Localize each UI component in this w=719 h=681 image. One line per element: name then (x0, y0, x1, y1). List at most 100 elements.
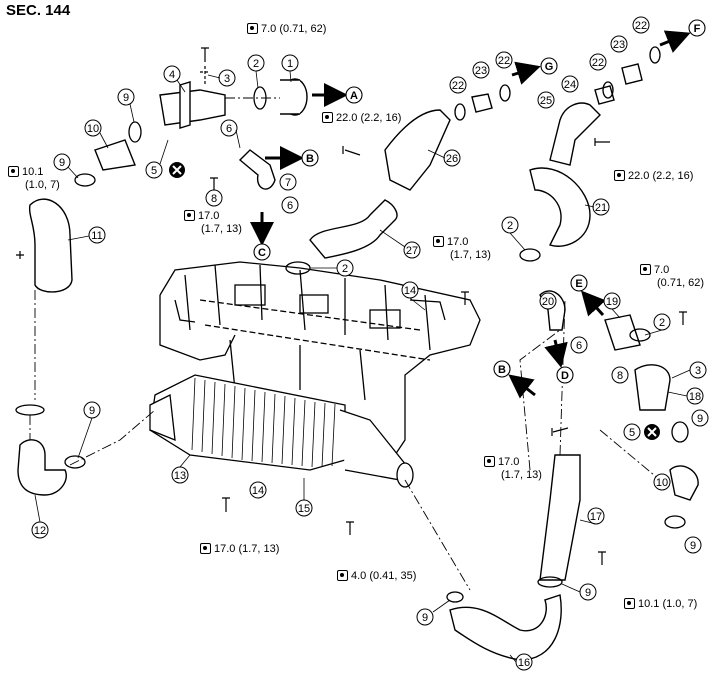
part-9e: 9 (579, 583, 597, 601)
torque-wrench-icon (8, 166, 19, 177)
svg-text:6: 6 (287, 200, 293, 212)
svg-text:26: 26 (446, 153, 458, 165)
torque-wrench-icon (184, 210, 195, 221)
torque-spec: 10.1 (1.0, 7) (624, 598, 697, 611)
svg-text:9: 9 (422, 612, 428, 624)
section-number: SEC. 144 (6, 2, 71, 19)
part-6b: 6 (281, 196, 299, 214)
flow-arrows (250, 30, 691, 399)
svg-text:2: 2 (507, 220, 513, 232)
svg-text:6: 6 (226, 123, 232, 135)
svg-text:4: 4 (169, 69, 175, 81)
part-9g: 9 (83, 401, 101, 419)
part-2d: 2 (653, 313, 671, 331)
part-23a: 23 (472, 61, 490, 79)
letter-F: F (688, 19, 706, 37)
svg-text:9: 9 (690, 540, 696, 552)
part-19: 19 (603, 292, 621, 310)
svg-text:2: 2 (253, 58, 259, 70)
svg-text:20: 20 (542, 296, 554, 308)
svg-text:25: 25 (540, 95, 552, 107)
part-3b: 3 (689, 361, 707, 379)
svg-text:5: 5 (151, 165, 157, 177)
letter-G: G (540, 57, 558, 75)
svg-text:2: 2 (659, 317, 665, 329)
torque-spec: 17.0 (1.7, 13) (484, 456, 542, 482)
svg-text:24: 24 (564, 79, 576, 91)
part-3: 3 (218, 69, 236, 87)
part-8a: 8 (205, 189, 223, 207)
torque-wrench-icon (337, 570, 348, 581)
svg-text:G: G (545, 61, 554, 73)
svg-text:E: E (575, 278, 582, 290)
svg-text:22: 22 (592, 57, 604, 69)
svg-text:10: 10 (656, 477, 668, 489)
torque-wrench-icon (433, 236, 444, 247)
svg-text:9: 9 (89, 405, 95, 417)
letter-D: D (556, 366, 574, 384)
torque-spec: 7.0 (0.71, 62) (640, 264, 704, 290)
part-9b: 9 (53, 153, 71, 171)
part-5a: 5 (145, 161, 163, 179)
part-6a: 6 (220, 119, 238, 137)
letter-B2: B (493, 360, 511, 378)
svg-text:3: 3 (695, 365, 701, 377)
svg-text:22: 22 (498, 55, 510, 67)
svg-text:5: 5 (629, 427, 635, 439)
part-7: 7 (279, 173, 297, 191)
svg-text:23: 23 (475, 65, 487, 77)
svg-text:8: 8 (211, 193, 217, 205)
do-not-reuse-icon (644, 424, 660, 440)
part-9d: 9 (684, 536, 702, 554)
part-6c: 6 (570, 336, 588, 354)
part-callouts: 1 2 3 4 9 10 5 6 9 8 7 6 11 2 27 26 22 2… (31, 16, 709, 671)
part-10a: 10 (84, 119, 102, 137)
part-21: 21 (592, 198, 610, 216)
part-22c: 22 (589, 53, 607, 71)
torque-spec: 4.0 (0.41, 35) (337, 570, 416, 583)
torque-wrench-icon (484, 456, 495, 467)
svg-text:19: 19 (606, 296, 618, 308)
part-22a: 22 (449, 76, 467, 94)
part-4: 4 (163, 65, 181, 83)
svg-text:15: 15 (298, 503, 310, 515)
svg-text:21: 21 (595, 202, 607, 214)
part-24: 24 (561, 75, 579, 93)
svg-text:14: 14 (252, 485, 264, 497)
torque-spec: 17.0 (1.7, 13) (200, 543, 279, 556)
svg-text:14: 14 (404, 285, 416, 297)
svg-text:17: 17 (590, 511, 602, 523)
part-2b: 2 (336, 259, 354, 277)
part-22d: 22 (632, 16, 650, 34)
torque-wrench-icon (614, 170, 625, 181)
svg-text:22: 22 (452, 80, 464, 92)
svg-text:9: 9 (697, 413, 703, 425)
svg-text:8: 8 (617, 370, 623, 382)
part-15: 15 (295, 499, 313, 517)
torque-wrench-icon (200, 543, 211, 554)
part-9f: 9 (416, 608, 434, 626)
torque-spec: 7.0 (0.71, 62) (247, 23, 326, 36)
letter-E: E (570, 274, 588, 292)
torque-spec: 22.0 (2.2, 16) (614, 170, 693, 183)
torque-spec: 17.0 (1.7, 13) (433, 236, 491, 262)
svg-text:11: 11 (91, 230, 102, 242)
svg-text:27: 27 (406, 245, 418, 257)
part-22b: 22 (495, 51, 513, 69)
part-8b: 8 (611, 366, 629, 384)
part-2: 2 (247, 54, 265, 72)
svg-text:18: 18 (689, 391, 701, 403)
svg-text:9: 9 (59, 157, 65, 169)
hose-clamps (15, 46, 689, 603)
connection-letters: A B C G F E D B (253, 19, 706, 384)
torque-wrench-icon (624, 598, 635, 609)
part-27: 27 (403, 241, 421, 259)
part-5b: 5 (623, 423, 641, 441)
torque-spec: 10.1 (1.0, 7) (8, 166, 60, 192)
torque-wrench-icon (247, 23, 258, 34)
do-not-reuse-icons (169, 162, 660, 440)
part-1: 1 (281, 54, 299, 72)
part-17: 17 (587, 507, 605, 525)
intercooler-core (149, 374, 414, 488)
part-25: 25 (537, 91, 555, 109)
